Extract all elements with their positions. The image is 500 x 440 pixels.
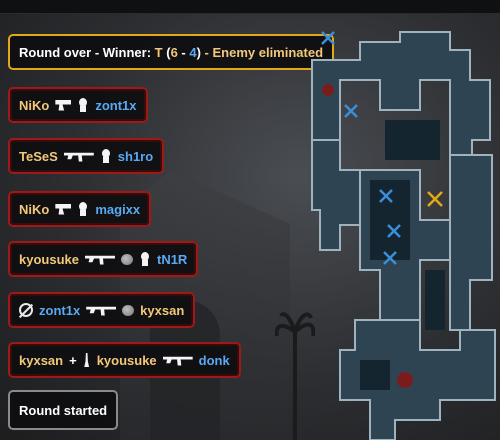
round-over-reason: - Enemy eliminated [200,44,324,60]
kill-entry: kyousuke tN1R [8,241,199,277]
map-area-east [449,154,493,331]
round-over-prefix: Round over - Winner: [19,44,155,60]
attacker-name: TeSeS [19,148,58,164]
headshot-icon [77,202,89,216]
dead-ct-marker [387,224,401,238]
map-marker-dead [322,84,334,96]
dead-ct-marker [379,189,393,203]
victim-name: kyxsan [140,302,185,318]
assist-separator: + [69,352,77,368]
dead-t-marker [427,191,443,207]
score-close-paren: ) [196,44,201,60]
noscope-icon [19,303,33,317]
minimap [311,31,496,440]
round-started-text: Round started [19,402,108,418]
flash-icon [84,353,90,367]
kill-entry: NiKo magixx [8,191,152,227]
attacker-name: kyousuke [19,251,79,267]
map-area-west [311,139,361,251]
score-dash: - [177,44,190,60]
top-bar [0,0,500,14]
map-area-south [339,319,496,440]
headshot-icon [100,149,112,163]
kill-entry: zont1x kyxsan [8,292,196,328]
map-area-north [311,31,491,156]
kill-entry: NiKo zont1x [8,87,148,123]
rifle-icon [86,306,117,316]
round-started-banner: Round started [8,390,119,430]
through-smoke-icon [120,253,133,265]
dead-ct-marker [344,104,358,118]
pistol-icon [55,99,72,111]
score-open-paren: ( [162,44,171,60]
victim-name: tN1R [156,251,188,267]
attacker-name: NiKo [19,201,50,217]
headshot-icon [139,252,151,266]
pistol-icon [55,203,72,215]
dead-ct-marker [321,31,335,45]
score-ct: 4 [189,44,197,60]
rifle-icon [162,356,193,366]
headshot-icon [77,98,89,112]
kill-entry: TeSeS sh1ro [8,138,165,174]
rifle-icon [84,255,115,265]
victim-name: magixx [95,201,141,217]
dead-ct-marker [383,251,397,265]
winner-side: T [154,44,163,60]
attacker-name: NiKo [19,97,50,113]
assister-name: kyousuke [96,352,157,368]
score-t: 6 [170,44,178,60]
kill-entry: kyxsan + kyousuke donk [8,342,241,378]
attacker-name: zont1x [39,302,81,318]
victim-name: sh1ro [117,148,154,164]
round-over-banner: Round over - Winner: T (6 - 4) - Enemy e… [8,34,335,70]
victim-name: zont1x [95,97,137,113]
rifle-icon [63,152,94,162]
through-smoke-icon [122,304,135,316]
background-palm-tree [275,312,315,440]
attacker-name: kyxsan [19,352,64,368]
victim-name: donk [198,352,230,368]
map-marker-dead [397,372,413,388]
